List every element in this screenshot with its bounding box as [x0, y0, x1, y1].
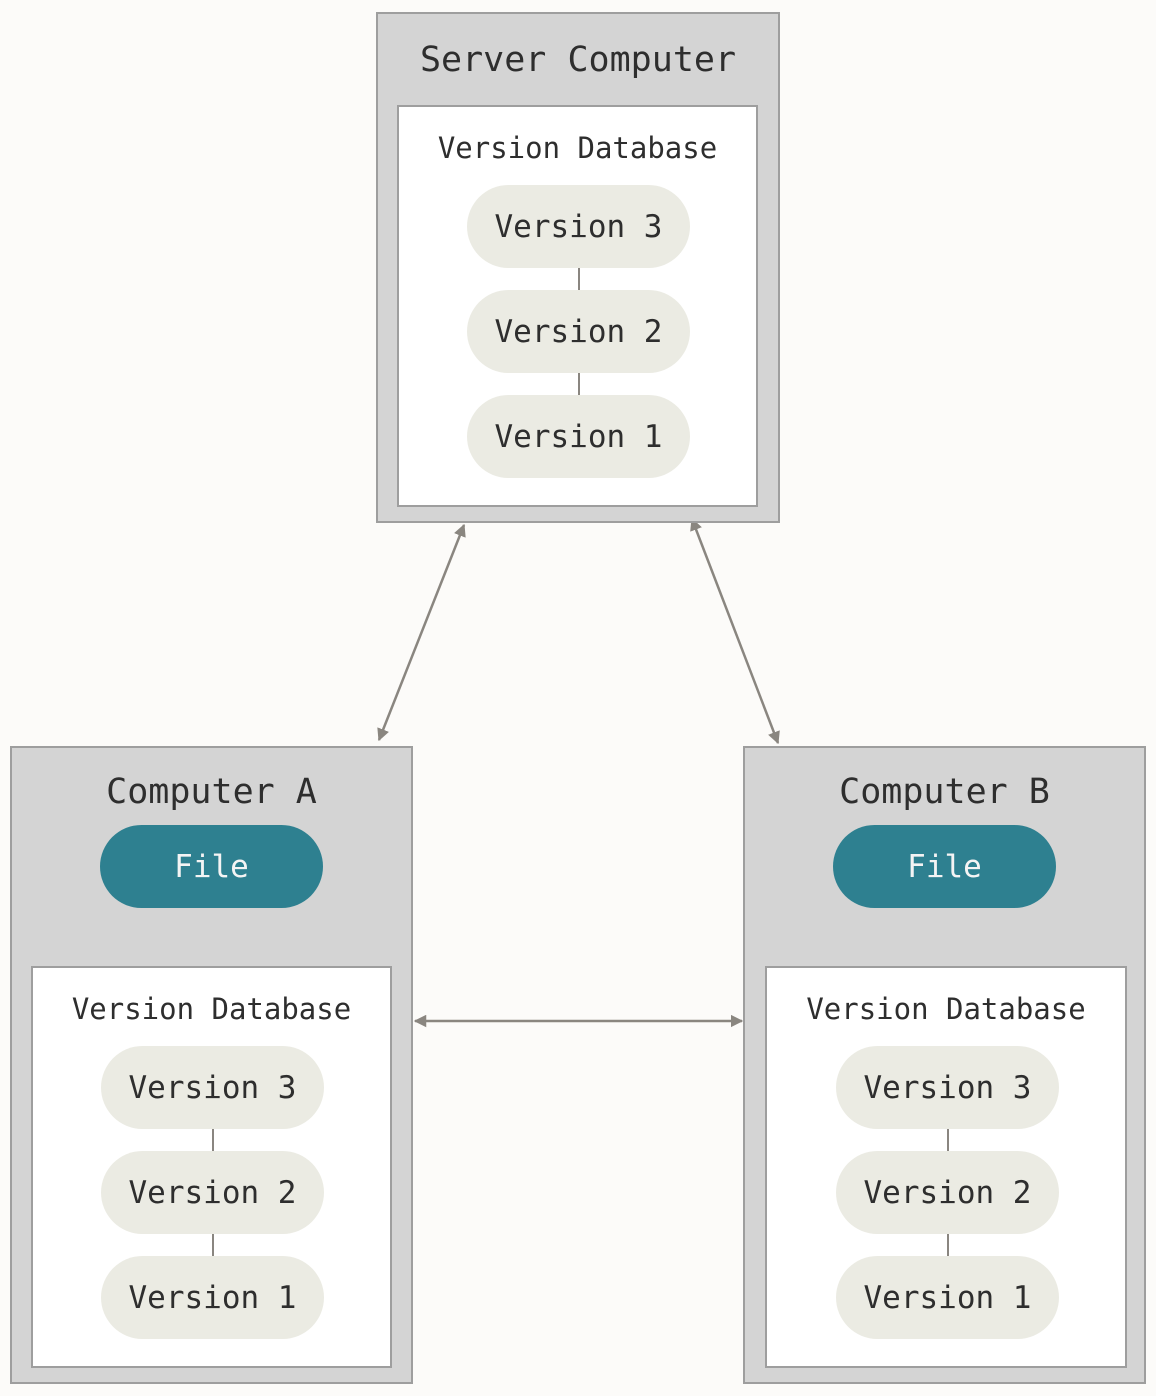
computer-a-link-2-1 [212, 1234, 214, 1256]
computer-b-title: Computer B [839, 772, 1050, 812]
computer-a-version-1: Version 1 [101, 1256, 324, 1339]
server-version-1: Version 1 [467, 395, 690, 478]
arrow-server-to-computer-a [377, 523, 466, 742]
computer-a-title: Computer A [106, 772, 317, 812]
server-computer-title: Server Computer [419, 40, 737, 80]
computer-b-version-1: Version 1 [836, 1256, 1059, 1339]
server-version-3: Version 3 [467, 185, 690, 268]
server-database-title: Version Database [437, 131, 718, 165]
server-computer-box: Server Computer Version Database Version… [376, 12, 780, 523]
computer-a-version-3: Version 3 [101, 1046, 324, 1129]
computer-a-link-3-2 [212, 1129, 214, 1151]
server-version-2: Version 2 [467, 290, 690, 373]
computer-b-version-2: Version 2 [836, 1151, 1059, 1234]
computer-b-version-database: Version Database Version 3 Version 2 Ver… [765, 966, 1127, 1368]
server-link-2-1 [578, 373, 580, 395]
server-link-3-2 [578, 268, 580, 290]
computer-b-box: Computer B File Version Database Version… [743, 746, 1146, 1384]
computer-b-database-title: Version Database [806, 992, 1086, 1026]
computer-a-version-database: Version Database Version 3 Version 2 Ver… [31, 966, 392, 1368]
arrow-server-to-computer-b [690, 517, 780, 745]
computer-b-link-2-1 [947, 1234, 949, 1256]
computer-b-version-3: Version 3 [836, 1046, 1059, 1129]
server-version-database: Version Database Version 3 Version 2 Ver… [397, 105, 758, 507]
computer-a-version-2: Version 2 [101, 1151, 324, 1234]
computer-a-box: Computer A File Version Database Version… [10, 746, 413, 1384]
computer-a-file: File [100, 825, 323, 908]
computer-b-link-3-2 [947, 1129, 949, 1151]
computer-b-file: File [833, 825, 1056, 908]
computer-a-database-title: Version Database [71, 992, 352, 1026]
